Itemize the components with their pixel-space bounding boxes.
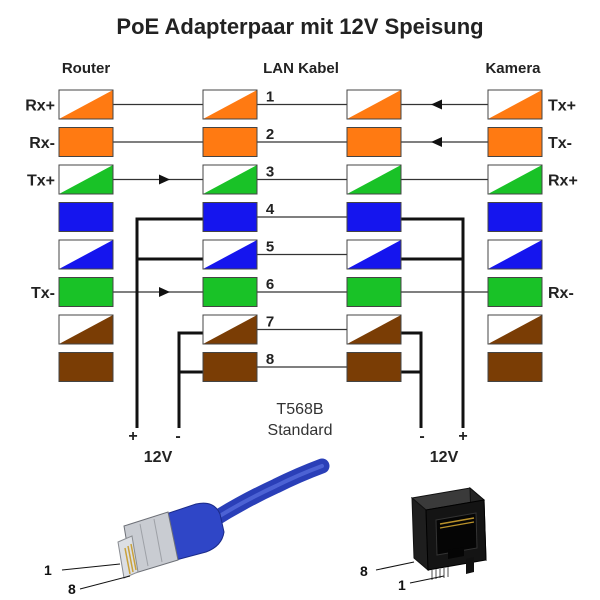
- router-pin-2: [58, 127, 114, 157]
- camera-pin-7: [487, 314, 543, 345]
- camera-pin-1: [487, 89, 543, 120]
- cable-right-pin-1: [346, 89, 402, 120]
- router-signal-label-3: Tx+: [27, 173, 55, 190]
- cable-right-pin-4: [346, 202, 402, 232]
- power-feed-lines: [135, 217, 465, 428]
- camera-pin-8: [487, 352, 543, 382]
- left-plus-label: +: [128, 428, 137, 445]
- router-signal-label-2: Rx-: [29, 135, 55, 152]
- cable-right-pin-7: [346, 314, 402, 345]
- wire-number-4: 4: [266, 201, 275, 218]
- right-plus-feed: [401, 217, 465, 428]
- cable-right-pin-6: [346, 277, 402, 307]
- plug-pin8-leader: [79, 575, 131, 590]
- router-signal-label-6: Tx-: [31, 285, 55, 302]
- right-plus-label: +: [458, 428, 467, 445]
- cable-right-pin-3: [346, 164, 402, 195]
- cable-left-pin-3: [202, 164, 258, 195]
- standard-sublabel: Standard: [268, 422, 333, 439]
- router-pin-8: [58, 352, 114, 382]
- right-voltage-label: 12V: [430, 449, 459, 466]
- wire-number-5: 5: [266, 239, 274, 256]
- wire-number-8: 8: [266, 351, 274, 368]
- signal-arrow-6: [159, 287, 170, 297]
- cable-right-pin-5: [346, 239, 402, 270]
- wire-number-6: 6: [266, 276, 274, 293]
- plug-pin1-label: 1: [44, 562, 52, 578]
- wire-number-2: 2: [266, 126, 274, 143]
- left-plus-feed: [135, 217, 203, 428]
- cable-left-pin-7: [202, 314, 258, 345]
- router-pin-5: [58, 239, 114, 270]
- diagram-title: PoE Adapterpaar mit 12V Speisung: [116, 14, 483, 39]
- camera-signal-label-6: Rx-: [548, 285, 574, 302]
- camera-pin-5: [487, 239, 543, 270]
- left-minus-label: -: [175, 428, 180, 445]
- cable-right-pin-8: [346, 352, 402, 382]
- cable-header: LAN Kabel: [263, 60, 339, 77]
- cable-left-pin-1: [202, 89, 258, 120]
- socket-pin8-leader: [375, 561, 415, 571]
- signal-arrow-3: [159, 174, 170, 185]
- router-pin-7: [58, 314, 114, 345]
- cable-left-pin-2: [202, 127, 258, 157]
- camera-signal-label-2: Tx-: [548, 135, 572, 152]
- camera-header: Kamera: [485, 60, 541, 77]
- connector-boxes: [58, 89, 543, 382]
- router-pin-6: [58, 277, 114, 307]
- cable-right-pin-2: [346, 127, 402, 157]
- plug-boot: [165, 502, 225, 561]
- right-minus-feed: [401, 331, 423, 428]
- left-voltage-label: 12V: [144, 449, 173, 466]
- standard-label: T568B: [276, 401, 323, 418]
- router-pin-3: [58, 164, 114, 195]
- socket-pin8-label: 8: [360, 563, 368, 579]
- socket-pin1-label: 1: [398, 577, 406, 593]
- wire-number-3: 3: [266, 164, 274, 181]
- signal-arrow-1: [431, 99, 442, 110]
- socket-pin1-leader: [409, 575, 445, 584]
- cable-left-pin-6: [202, 277, 258, 307]
- camera-pin-2: [487, 127, 543, 157]
- wire-number-7: 7: [266, 314, 274, 331]
- right-minus-label: -: [419, 428, 424, 445]
- wire-layer: [113, 99, 488, 368]
- camera-pin-6: [487, 277, 543, 307]
- camera-pin-4: [487, 202, 543, 232]
- cable-left-pin-4: [202, 202, 258, 232]
- wire-number-1: 1: [266, 89, 274, 106]
- camera-signal-label-3: Rx+: [548, 173, 578, 190]
- camera-signal-label-1: Tx+: [548, 98, 576, 115]
- left-minus-feed: [177, 331, 203, 428]
- router-pin-1: [58, 89, 114, 120]
- plug-pin1-leader: [61, 563, 121, 571]
- router-signal-label-1: Rx+: [25, 98, 55, 115]
- signal-arrow-2: [431, 137, 442, 147]
- cable-left-pin-5: [202, 239, 258, 270]
- router-header: Router: [62, 60, 110, 77]
- router-pin-4: [58, 202, 114, 232]
- rj45-socket-illustration: [410, 486, 487, 580]
- plug-pin8-label: 8: [68, 581, 76, 597]
- camera-pin-3: [487, 164, 543, 195]
- rj45-plug-illustration: [117, 458, 330, 579]
- cable-left-pin-8: [202, 352, 258, 382]
